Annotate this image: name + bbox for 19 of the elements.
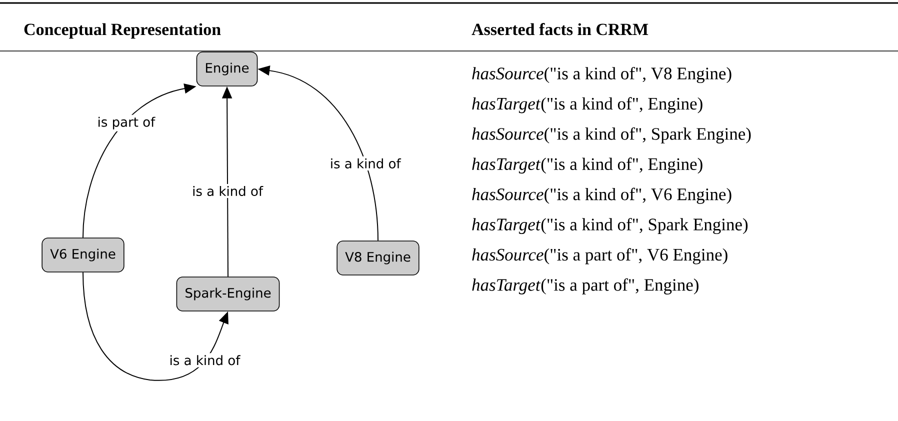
fact-text: hasSource("is a kind of", V8 Engine) [472, 66, 732, 84]
fact-text: hasTarget("is a kind of", Engine) [472, 97, 702, 114]
edge-label: is a kind of [170, 355, 240, 366]
edge-label: is a kind of [331, 158, 402, 168]
fact-text: hasSource("is a part of", V6 Engine) [472, 248, 728, 264]
fact-text: hasTarget("is a kind of", Engine) [472, 158, 702, 174]
fact-text: hasTarget("is a part of", Engine) [472, 278, 698, 294]
column-header: Conceptual Representation [24, 23, 221, 39]
concept-box: Spark-Engine [176, 276, 280, 312]
fact-text: hasSource("is a kind of", Spark Engine) [472, 127, 751, 144]
arrow [82, 272, 228, 381]
concept-box: V6 Engine [42, 238, 124, 272]
concept-box: V8 Engine [336, 240, 420, 276]
edge-label: is a kind of [193, 186, 264, 196]
edge-label: is part of [98, 116, 156, 130]
column-header: Asserted facts in CRRM [472, 23, 648, 36]
fact-text: hasSource("is a kind of", V6 Engine) [472, 188, 732, 204]
concept-box: Engine [196, 52, 258, 86]
fact-text: hasTarget("is a kind of", Spark Engine) [472, 218, 748, 234]
